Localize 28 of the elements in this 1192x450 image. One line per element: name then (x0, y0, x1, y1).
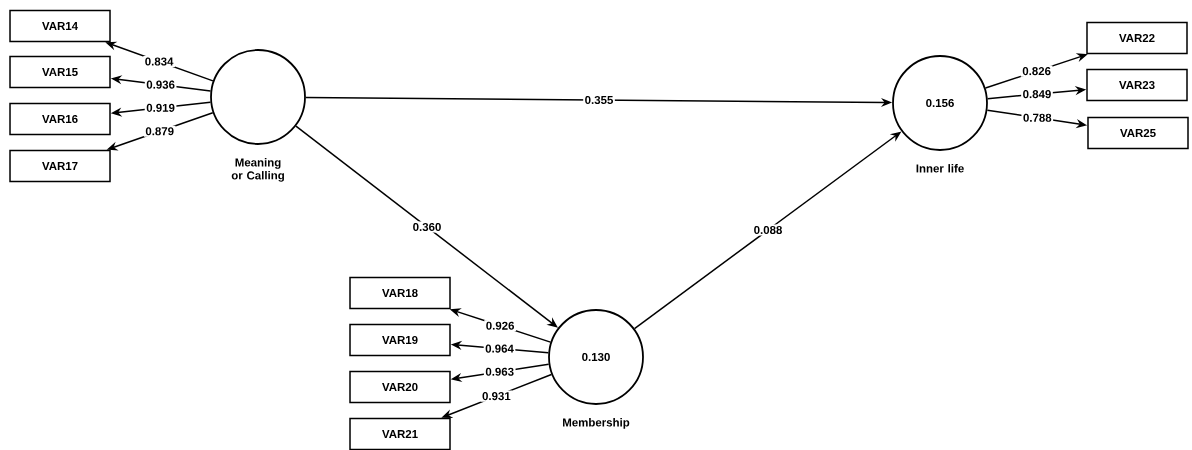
construct-name: Meaning or Calling (231, 158, 284, 182)
construct-name: Inner life (916, 164, 964, 173)
indicator-box: VAR17 (9, 149, 111, 183)
construct-name: Membership (563, 418, 630, 429)
edge-label: 0.826 (1022, 67, 1051, 76)
indicator-box: VAR20 (349, 370, 451, 404)
edge-label: 0.919 (146, 103, 175, 112)
edge-label: 0.879 (145, 127, 174, 136)
indicator-box: VAR21 (349, 417, 451, 450)
indicator-box: VAR14 (9, 9, 111, 43)
edge-label: 0.963 (485, 367, 514, 376)
indicator-box: VAR25 (1087, 116, 1189, 150)
edge-label: 0.849 (1023, 90, 1051, 99)
edge-label: 0.788 (1023, 113, 1052, 122)
indicator-box: VAR15 (9, 55, 111, 89)
edge-label: 0.360 (413, 222, 441, 232)
indicator-box: VAR23 (1086, 68, 1188, 102)
edge-label: 0.926 (486, 321, 515, 330)
edge-label: 0.088 (754, 225, 782, 235)
indicator-box: VAR16 (9, 102, 111, 136)
edge-label: 0.936 (146, 80, 175, 89)
edge-label: 0.964 (485, 344, 514, 353)
indicator-box: VAR22 (1086, 21, 1188, 55)
edge-label: 0.355 (585, 95, 613, 105)
indicator-box: VAR18 (349, 276, 451, 310)
edge-label: 0.834 (145, 57, 174, 66)
edge-label: 0.931 (482, 392, 511, 401)
indicator-box: VAR19 (349, 323, 451, 357)
